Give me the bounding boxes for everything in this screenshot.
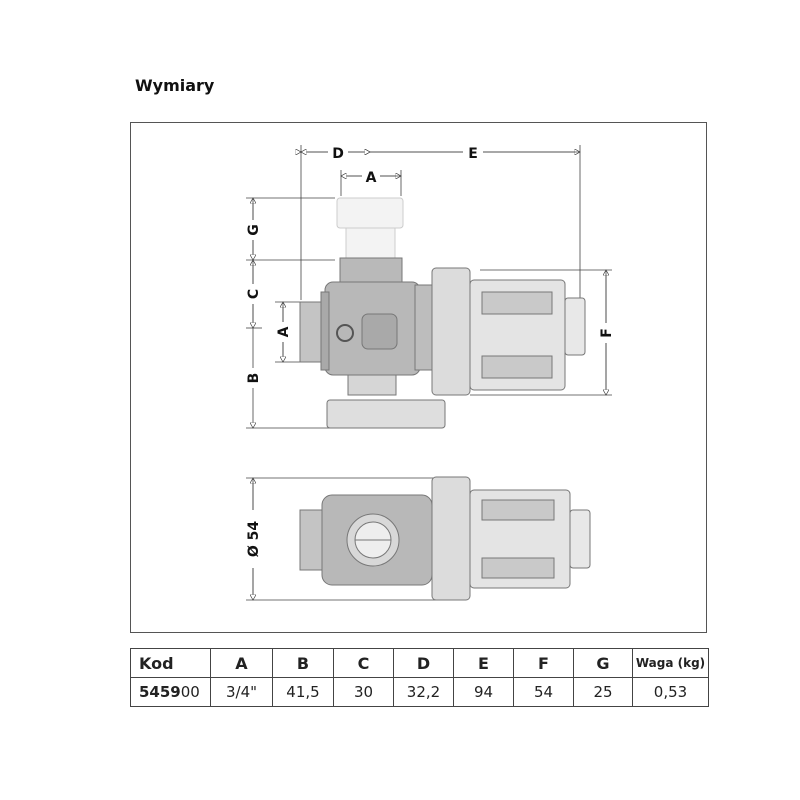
table-header-row: Kod A B C D E F G Waga (kg) [130,648,709,678]
cell-waga: 0,53 [632,677,709,707]
dim-label-a-side: A [276,326,292,337]
dim-label-g: G [246,224,262,236]
header-kod: Kod [130,648,211,678]
cell-kod: 545900 [130,677,211,707]
dim-label-b: B [246,373,262,384]
cell-a: 3/4" [210,677,273,707]
section-title: Wymiary [135,76,215,95]
valve-side-view [299,197,586,429]
header-g: G [573,648,633,678]
kod-suffix: 00 [180,683,200,701]
kod-prefix: 5459 [139,683,181,701]
header-e: E [453,648,514,678]
header-b: B [272,648,334,678]
dim-label-d: D [332,146,344,162]
table-row: 545900 3/4" 41,5 30 32,2 94 54 25 0,53 [130,677,709,707]
dim-label-c: C [246,289,262,299]
cell-c: 30 [333,677,394,707]
cell-g: 25 [573,677,633,707]
valve-bottom-view [299,476,591,601]
dimension-labels: D E A G C B A F Ø 54 [244,143,615,568]
cell-b: 41,5 [272,677,334,707]
header-f: F [513,648,574,678]
header-waga: Waga (kg) [632,648,709,678]
cell-f: 54 [513,677,574,707]
header-a: A [210,648,273,678]
dim-label-diameter: Ø 54 [246,521,262,558]
dim-label-a-top: A [366,170,377,186]
technical-drawing: D E A G C B A F Ø 54 [244,143,615,640]
header-d: D [393,648,454,678]
cell-d: 32,2 [393,677,454,707]
drawing-frame [130,122,707,633]
header-c: C [333,648,394,678]
dim-label-e: E [468,146,478,162]
cell-e: 94 [453,677,514,707]
dim-label-f: F [599,328,615,338]
dimensions-table: Kod A B C D E F G Waga (kg) 545900 3/4" … [130,648,709,707]
